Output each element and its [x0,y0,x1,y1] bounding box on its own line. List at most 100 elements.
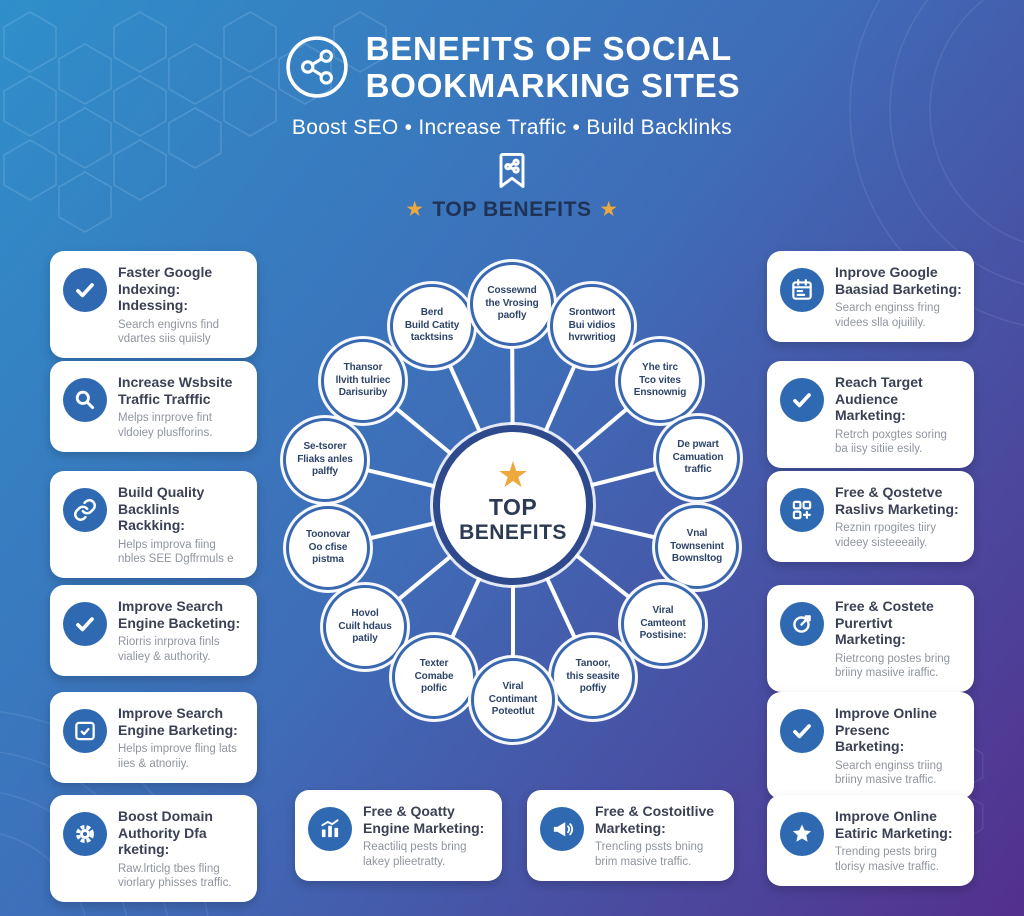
node-label: Berd Build Catity tacktsins [404,307,460,344]
card-title: Improve Search Engine Backeting: [118,598,241,631]
chart-icon [308,807,352,851]
bookmark-icon [490,147,534,193]
card-title: Faster Google Indexing: Indessing: [118,264,213,314]
benefit-card: Free & Qostetve Raslivs Marketing: Rezni… [767,471,974,562]
card-text: Improve Online Eatiric Marketing: Trendi… [835,808,962,875]
node-label: Srontwort Bui vidios hvrwritiog [568,307,616,344]
node-label: Cossewnd the Vrosing paofly [485,285,539,322]
check-icon [780,709,824,753]
card-body: Reactiliq pests bring lakey plieetratty. [363,841,467,868]
benefit-card: Improve Online Eatiric Marketing: Trendi… [767,795,974,886]
node-label: Tanoor, this seasite poffiy [566,658,620,695]
check-icon [63,268,107,312]
node-label: Se-tsorer Fliaks anles palffy [297,441,353,478]
benefit-card: Faster Google Indexing: Indessing: Searc… [50,251,257,359]
star-icon: ★ [600,199,618,220]
diagram-node: Toonovar Oo cfise pistma [286,506,370,590]
benefit-card: Improve Search Engine Backeting: Riorris… [50,585,257,676]
benefit-card: Improve Online Presenc Barketing: Search… [767,692,974,800]
star-icon: ★ [406,199,424,220]
card-text: Faster Google Indexing: Indessing: Searc… [118,264,245,347]
diagram-node: Berd Build Catity tacktsins [390,284,474,368]
node-label: Vnal Townsenint Bownsltog [670,528,724,565]
diagram-node: Tanoor, this seasite poffiy [551,635,635,719]
node-label: Hovol Cuilt hdaus patily [338,608,392,645]
card-title: Inprove Google Baasiad Barketing: [835,264,962,297]
card-text: Improve Search Engine Barketing: Helps i… [118,705,245,772]
calendar-icon [780,268,824,312]
search-icon [63,378,107,422]
star-icon [780,812,824,856]
card-body: Melps inrprove fint vldoiey plusfforins. [118,412,213,439]
card-title: Free & Qostetve Raslivs Marketing: [835,484,959,517]
share-logo-icon [284,34,350,100]
header: BENEFITS OF SOCIAL BOOKMARKING SITES Boo… [0,0,1024,222]
hub: ★ TOP BENEFITS [433,425,593,585]
diagram-node: De pwart Camuation traffic [656,416,740,500]
subtitle: Boost SEO • Increase Traffic • Build Bac… [291,115,733,139]
diagram-node: Thansor llvith tulriec Darisuriby [321,339,405,423]
check-icon [63,602,107,646]
node-label: De pwart Camuation traffic [672,439,724,476]
card-text: Increase Wsbsite Traffic Trafffic Melps … [118,374,245,441]
benefit-card: Inprove Google Baasiad Barketing: Search… [767,251,974,342]
diagram-node: Cossewnd the Vrosing paofly [470,262,554,346]
page-title: BENEFITS OF SOCIAL BOOKMARKING SITES [365,30,741,105]
benefit-card: Increase Wsbsite Traffic Trafffic Melps … [50,361,257,452]
benefit-card: Free & Costete Purertivt Marketing: Riet… [767,585,974,693]
apps-plus-icon [780,488,824,532]
card-body: Search enginss fring videes slla ojuilil… [835,302,940,329]
diagram-node: Yhe tirc Tco vites Ensnownig [618,339,702,423]
card-text: Improve Online Presenc Barketing: Search… [835,705,962,788]
card-title: Build Quality Backlinls Rackking: [118,484,205,534]
card-title: Free & Costoitlive Marketing: [595,803,715,836]
hub-title-line2: BENEFITS [459,520,567,544]
benefit-card: Boost Domain Authority Dfa rketing: Raw.… [50,795,257,903]
card-title: Improve Online Eatiric Marketing: [835,808,953,841]
card-title: Boost Domain Authority Dfa rketing: [118,808,213,858]
card-body: Search enginss triing briiny masive traf… [835,759,943,787]
benefit-card: Free & Qoatty Engine Marketing: Reactili… [295,790,502,881]
node-label: Viral Contimant Poteotlut [488,681,538,718]
node-label: Toonovar Oo cfise pistma [305,529,350,566]
card-body: Search engivns find vdartes siis quiisly [118,318,220,346]
target-icon [780,602,824,646]
card-body: Retrch poxgtes soring ba iisy sitiie esi… [835,428,947,456]
card-body: Rietrcong postes bring briiny masiive ir… [835,652,951,680]
card-title: Free & Qoatty Engine Marketing: [363,803,485,836]
gear-icon [63,812,107,856]
hub-title-line1: TOP [488,493,538,520]
card-text: Free & Costoitlive Marketing: Trencling … [595,803,722,870]
card-body: Helps improva fiing nbles SEE Dgffrmuls … [118,538,234,566]
diagram-node: Viral Contimant Poteotlut [471,658,555,742]
card-body: Helps improve fling lats iies & atnoriiy… [118,743,237,770]
card-text: Free & Qoatty Engine Marketing: Reactili… [363,803,490,870]
card-title: Reach Target Audience Marketing: [835,374,923,424]
diagram-node: Viral Camteont Postisine: [621,582,705,666]
benefit-card: Free & Costoitlive Marketing: Trencling … [527,790,734,881]
header-row: BENEFITS OF SOCIAL BOOKMARKING SITES [284,30,741,105]
section-heading: ★ TOP BENEFITS ★ [407,198,618,222]
card-title: Increase Wsbsite Traffic Trafffic [118,374,233,407]
star-icon: ★ [496,454,530,496]
card-body: Reznin rpogites tiiry videey sisteeeaily… [835,522,936,549]
card-text: Free & Qostetve Raslivs Marketing: Rezni… [835,484,962,551]
card-text: Reach Target Audience Marketing: Retrch … [835,374,962,457]
card-title: Improve Search Engine Barketing: [118,705,238,738]
benefit-card: Build Quality Backlinls Rackking: Helps … [50,471,257,579]
card-text: Improve Search Engine Backeting: Riorris… [118,598,245,665]
node-label: Texter Comabe polfic [414,658,454,695]
browser-check-icon [63,709,107,753]
card-body: Trencling pssts bning brim masive traffi… [595,841,704,868]
check-icon [780,378,824,422]
diagram-node: Texter Comabe polfic [392,635,476,719]
card-text: Free & Costete Purertivt Marketing: Riet… [835,598,962,681]
benefit-card: Improve Search Engine Barketing: Helps i… [50,692,257,783]
node-label: Viral Camteont Postisine: [639,605,687,642]
node-label: Yhe tirc Tco vites Ensnownig [633,362,687,399]
card-text: Boost Domain Authority Dfa rketing: Raw.… [118,808,245,891]
card-title: Improve Online Presenc Barketing: [835,705,937,755]
card-title: Free & Costete Purertivt Marketing: [835,598,934,648]
